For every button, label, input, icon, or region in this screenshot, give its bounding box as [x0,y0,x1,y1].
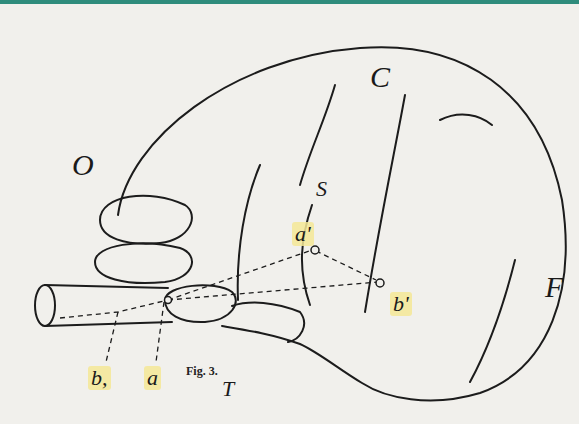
dashed-line [156,302,164,362]
electrode-point [376,279,384,287]
figure-label: a' [292,222,314,246]
figure-label: b' [390,292,412,316]
pons [165,285,236,322]
electrode-point [311,246,319,254]
central-sulcus [365,95,405,312]
temporal-lobe [232,303,304,342]
top-rule [0,0,579,4]
sulcus [238,165,260,300]
figure-label: F [545,272,563,302]
cerebellum-lobe [100,196,192,244]
figure-label: O [72,150,94,180]
dashed-line [316,251,376,280]
sylvian-fissure [302,205,312,305]
sulcus [440,115,492,125]
figure-caption: Fig. 3. [186,364,218,379]
cerebellum-lobe [95,243,192,283]
cerebrum-outline [118,47,566,400]
dashed-line [106,312,118,362]
figure-label: b, [88,366,111,390]
sulcus [300,85,335,185]
dashed-line [60,300,168,318]
figure-label: T [222,378,234,400]
dashed-line [168,282,378,300]
figure-label: S [316,178,327,200]
dashed-line [168,250,312,300]
figure-label: C [370,62,390,92]
figure-label: a [144,366,161,390]
medulla [45,285,172,326]
medulla-end [35,285,55,326]
electrode-point [165,297,172,304]
sulcus [470,260,515,382]
